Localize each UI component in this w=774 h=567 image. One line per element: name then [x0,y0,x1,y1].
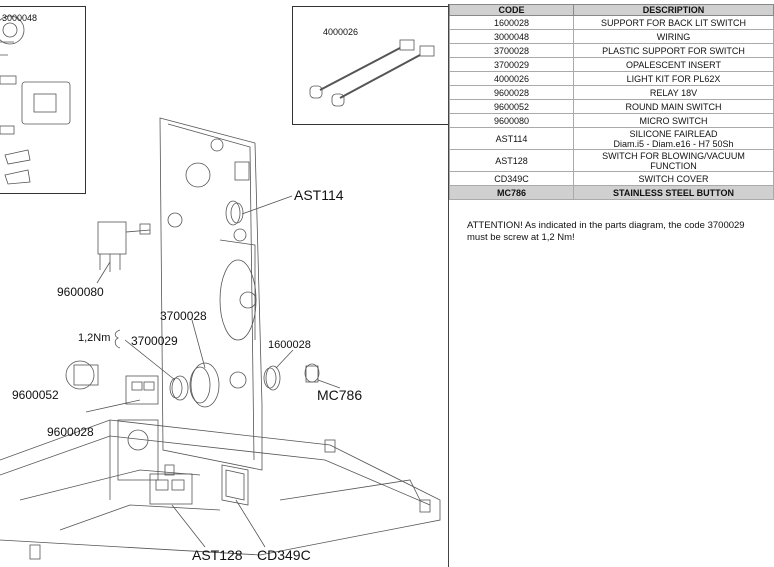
part-code: AST114 [449,127,574,150]
part-description: SWITCH COVER [573,171,774,186]
table-row: 3700029 OPALESCENT INSERT [449,57,774,72]
part-code: 3700029 [449,57,574,72]
exploded-parts-diagram: 3000048 4000026 AST114 9600080 3700028 1… [0,6,450,563]
callout-ast114: AST114 [294,187,344,203]
part-code: 9600052 [449,99,574,114]
callout-ast128: AST128 [192,547,243,563]
part-code: 9600080 [449,113,574,128]
table-row-highlighted: MC786 STAINLESS STEEL BUTTON [449,185,774,200]
part-description: SUPPORT FOR BACK LIT SWITCH [573,15,774,30]
callout-9600080: 9600080 [57,285,104,299]
wiring-inset: 3000048 [0,6,86,194]
part-code: MC786 [449,185,574,200]
part-description-line1: SWITCH FOR BLOWING/VACUUM [602,150,745,161]
part-code: 3700028 [449,43,574,58]
part-description-line1: SILICONE FAIRLEAD [629,128,718,139]
table-row: AST114 SILICONE FAIRLEAD Diam.i5 - Diam.… [449,127,774,150]
table-header-row: CODE DESCRIPTION [449,4,774,16]
table-row: CD349C SWITCH COVER [449,171,774,186]
table-row: 9600028 RELAY 18V [449,85,774,100]
table-row: 9600080 MICRO SWITCH [449,113,774,128]
column-header-description: DESCRIPTION [573,4,774,16]
part-code: 1600028 [449,15,574,30]
part-description-line2: FUNCTION [650,160,697,171]
inset-code-label-4000026: 4000026 [323,27,359,37]
callout-mc786: MC786 [317,387,363,403]
light-kit-inset: 4000026 [292,6,450,125]
callout-3700028: 3700028 [160,309,207,323]
table-row: 1600028 SUPPORT FOR BACK LIT SWITCH [449,15,774,30]
part-code: 4000026 [449,71,574,86]
table-row: 3000048 WIRING [449,29,774,44]
callout-cd349c: CD349C [257,547,311,563]
part-code: 3000048 [449,29,574,44]
part-code: CD349C [449,171,574,186]
part-description: SWITCH FOR BLOWING/VACUUM FUNCTION [573,149,774,172]
diagram-drawing [0,15,441,560]
table-row: 9600052 ROUND MAIN SWITCH [449,99,774,114]
table-row: 3700028 PLASTIC SUPPORT FOR SWITCH [449,43,774,58]
column-header-code: CODE [449,4,574,16]
callout-torque: 1,2Nm [78,332,111,344]
part-description: ROUND MAIN SWITCH [573,99,774,114]
part-code: AST128 [449,149,574,172]
part-description-line2: Diam.i5 - Diam.e16 - H7 50Sh [613,138,734,149]
inset-code-label-3000048: 3000048 [2,13,38,23]
part-description: LIGHT KIT FOR PL62X [573,71,774,86]
table-row: AST128 SWITCH FOR BLOWING/VACUUM FUNCTIO… [449,149,774,172]
callout-9600052: 9600052 [12,388,59,402]
part-code: 9600028 [449,85,574,100]
part-description: PLASTIC SUPPORT FOR SWITCH [573,43,774,58]
parts-table: CODE DESCRIPTION 1600028 SUPPORT FOR BAC… [449,4,774,200]
callout-3700029: 3700029 [131,334,178,348]
part-description: STAINLESS STEEL BUTTON [573,185,774,200]
part-description: MICRO SWITCH [573,113,774,128]
part-description: WIRING [573,29,774,44]
part-description: OPALESCENT INSERT [573,57,774,72]
callout-1600028: 1600028 [268,339,311,351]
callout-9600028: 9600028 [47,425,94,439]
table-row: 4000026 LIGHT KIT FOR PL62X [449,71,774,86]
parts-list-panel: CODE DESCRIPTION 1600028 SUPPORT FOR BAC… [448,4,774,567]
part-description: RELAY 18V [573,85,774,100]
part-description: SILICONE FAIRLEAD Diam.i5 - Diam.e16 - H… [573,127,774,150]
attention-note: ATTENTION! As indicated in the parts dia… [467,220,745,243]
